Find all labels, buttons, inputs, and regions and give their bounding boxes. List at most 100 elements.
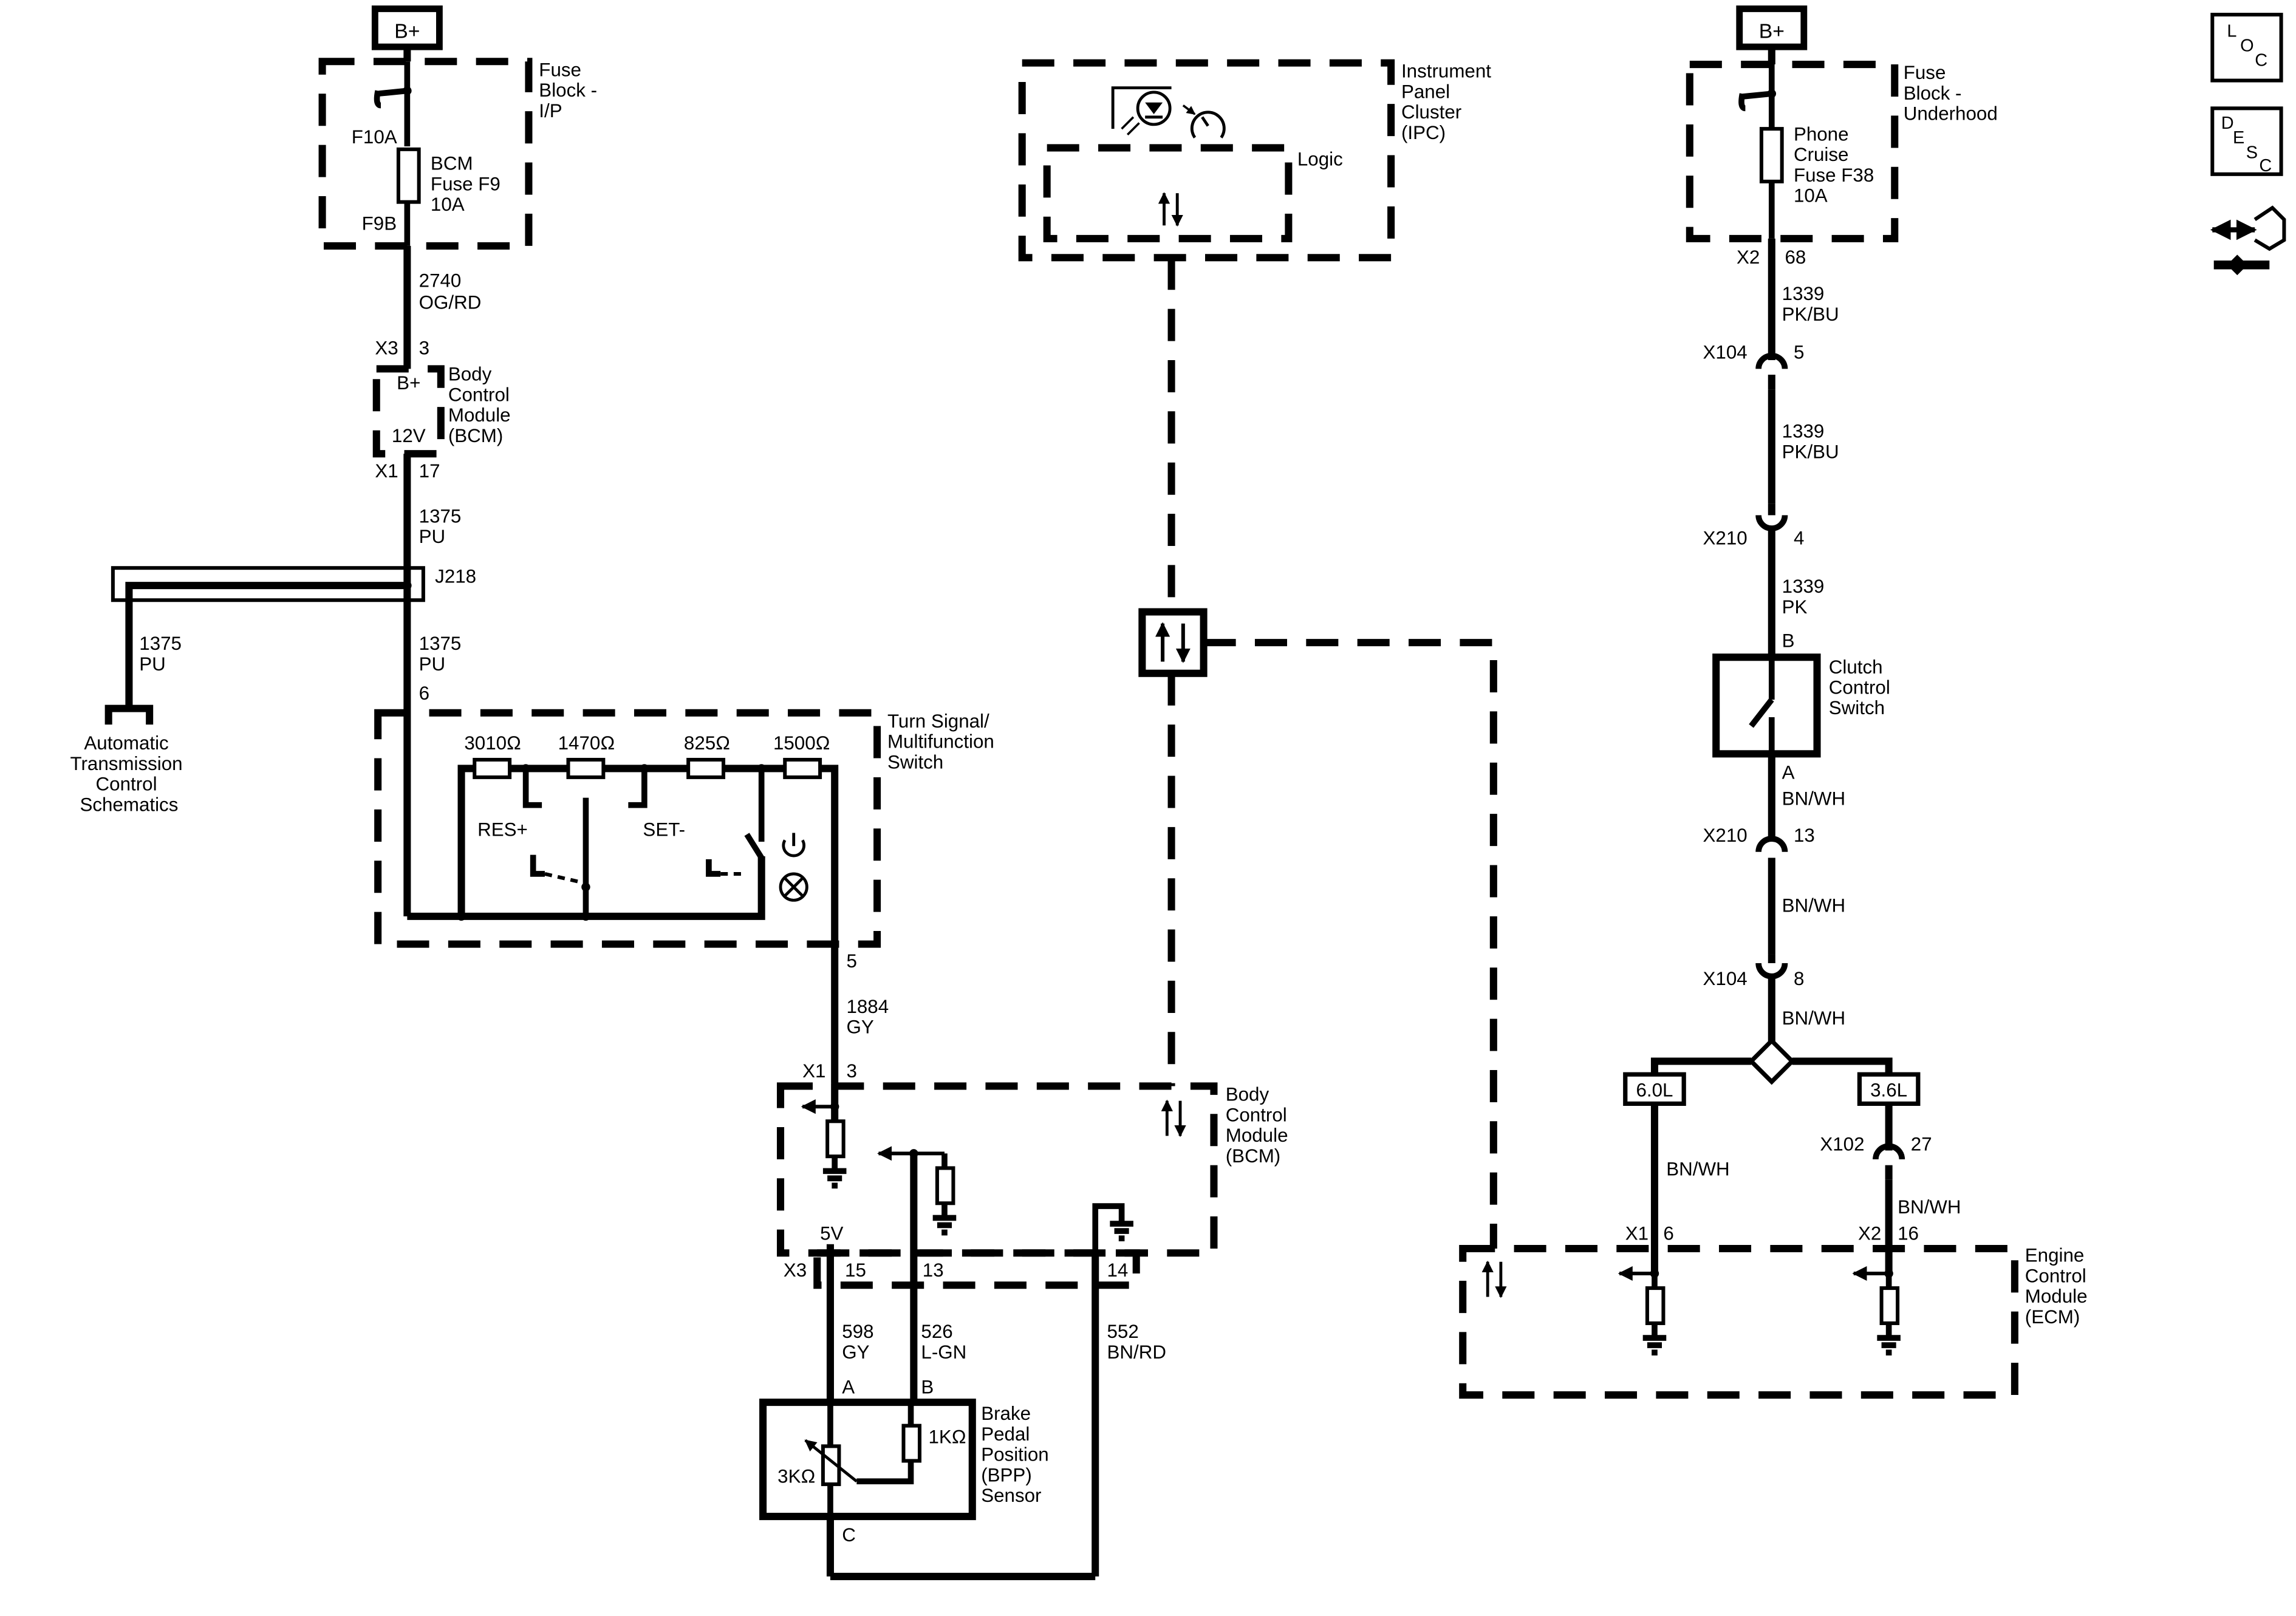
svg-text:1KΩ: 1KΩ: [928, 1427, 966, 1448]
location-view-button[interactable]: L O C: [2210, 13, 2283, 83]
svg-text:D: D: [2221, 114, 2234, 133]
svg-text:F10A: F10A: [352, 126, 397, 148]
svg-text:BCM Fuse F9 10A: BCM Fuse F9 10A: [431, 153, 506, 215]
svg-text:17: 17: [419, 460, 440, 482]
svg-text:5V: 5V: [820, 1223, 843, 1244]
fuse-block-ip-title: Fuse Block - I/P: [539, 59, 602, 121]
svg-text:14: 14: [1107, 1260, 1129, 1281]
clutch-control-switch: Clutch Control Switch: [1712, 653, 1896, 758]
svg-text:Fuse Block - Under: Fuse Block - Underhood: [1904, 62, 1998, 124]
svg-text:F9B: F9B: [362, 213, 397, 234]
svg-text:13: 13: [923, 1260, 944, 1281]
svg-text:4: 4: [1794, 528, 1804, 549]
svg-text:X2: X2: [1858, 1223, 1881, 1244]
svg-text:Instrument Panel C: Instrument Panel Cluster (IPC): [1401, 61, 1497, 143]
svg-text:X210: X210: [1703, 825, 1748, 846]
svg-text:Brake Pedal Positi: Brake Pedal Position (BPP) Sensor: [981, 1403, 1054, 1506]
svg-text:3: 3: [419, 337, 429, 358]
svg-text:J218: J218: [435, 565, 476, 587]
svg-text:Body Control Modul: Body Control Module (BCM): [1226, 1084, 1293, 1167]
svg-text:Engine Control Mod: Engine Control Module (ECM): [2025, 1245, 2093, 1328]
engine-control-module: Engine Control Module (ECM): [1459, 1245, 2093, 1399]
svg-text:C: C: [2259, 156, 2272, 176]
svg-text:Body Control Modul: Body Control Module (BCM): [448, 364, 516, 446]
fuse-f9: [396, 147, 421, 204]
svg-text:O: O: [2240, 36, 2253, 55]
svg-text:X1: X1: [802, 1060, 825, 1082]
connector-x104-pin8: [1755, 954, 1788, 980]
power-icon: [782, 833, 805, 857]
svg-text:1500Ω: 1500Ω: [773, 732, 830, 754]
svg-text:3KΩ: 3KΩ: [777, 1466, 815, 1487]
svg-text:B+: B+: [394, 20, 420, 43]
svg-text:13: 13: [1794, 825, 1815, 846]
svg-text:BN/WH: BN/WH: [1898, 1196, 1961, 1218]
svg-text:X210: X210: [1703, 528, 1748, 549]
svg-text:X104: X104: [1703, 342, 1748, 363]
svg-text:B: B: [1782, 630, 1795, 651]
svg-text:X104: X104: [1703, 968, 1748, 989]
turn-signal-multifunction-switch: Turn Signal/ Multifunction Switch 3010Ω …: [374, 709, 1000, 1083]
engine-option-branch: 6.0L 3.6L: [1623, 1037, 1921, 1106]
svg-text:B+: B+: [397, 372, 420, 394]
svg-text:6.0L: 6.0L: [1636, 1079, 1673, 1100]
fuse-block-ip: Fuse Block - I/P F10A F9B BCM Fuse F9 10…: [318, 58, 602, 250]
svg-text:E: E: [2233, 128, 2244, 148]
splice-j218: J218: [111, 565, 476, 709]
bcm-middle: Body Control Module (BCM) 5V X3 15 13 14: [776, 1082, 1293, 1289]
svg-text:A: A: [1782, 762, 1795, 783]
description-view-button[interactable]: D E S C: [2210, 106, 2283, 176]
atc-reference: Automatic Transmission Control Schematic…: [70, 732, 188, 815]
svg-text:C: C: [2255, 50, 2267, 70]
svg-text:SET-: SET-: [643, 819, 685, 840]
bidirectional-data-icon: [1158, 192, 1183, 227]
svg-text:Turn Signal/ Multifuncti: Turn Signal/ Multifunction Switch: [887, 711, 1000, 772]
bidirectional-data-icon: [1481, 1260, 1507, 1298]
svg-text:15: 15: [845, 1260, 866, 1281]
diagnostic-tool-icon[interactable]: [2210, 205, 2286, 276]
svg-text:5: 5: [1794, 342, 1804, 363]
svg-text:B+: B+: [1759, 20, 1785, 43]
cruise-indicator-icon: [1111, 86, 1226, 138]
svg-text:12V: 12V: [392, 425, 426, 446]
svg-text:5: 5: [846, 950, 856, 972]
svg-text:C: C: [842, 1524, 856, 1546]
svg-text:3010Ω: 3010Ω: [464, 732, 521, 754]
fuse-f38: [1759, 127, 1784, 183]
svg-text:BN/WH: BN/WH: [1782, 788, 1845, 810]
connector-x104-pin5: [1755, 352, 1788, 390]
svg-text:BN/WH: BN/WH: [1782, 1007, 1845, 1029]
svg-text:6: 6: [1663, 1223, 1673, 1244]
svg-text:BN/WH: BN/WH: [1782, 895, 1845, 916]
battery-left: B+: [371, 5, 443, 50]
bidirectional-data-icon: [1161, 1099, 1186, 1137]
svg-text:27: 27: [1911, 1134, 1932, 1155]
svg-text:3.6L: 3.6L: [1870, 1079, 1907, 1100]
connector-x210-pin4: [1755, 503, 1788, 531]
svg-text:Clutch Control Swi: Clutch Control Switch: [1829, 656, 1896, 718]
serial-data-gateway: [1138, 608, 1208, 677]
bpp-sensor: 3KΩ 1KΩ Brake Pedal Position (BPP) Senso…: [759, 1399, 1054, 1521]
instrument-panel-cluster: Instrument Panel Cluster (IPC) Logic: [1018, 59, 1497, 262]
cancel-lamp-icon: [779, 872, 808, 902]
bcm-top: B+ 12V Body Control Module (BCM): [372, 364, 516, 458]
svg-text:X102: X102: [1820, 1134, 1864, 1155]
svg-text:8: 8: [1794, 968, 1804, 989]
svg-text:RES+: RES+: [477, 819, 528, 840]
svg-text:X1: X1: [375, 460, 398, 482]
connector-x210-pin13: [1755, 836, 1788, 873]
svg-text:Phone Cruise Fuse: Phone Cruise Fuse F38 10A: [1794, 123, 1879, 206]
svg-text:16: 16: [1898, 1223, 1919, 1244]
battery-right: B+: [1736, 5, 1808, 50]
